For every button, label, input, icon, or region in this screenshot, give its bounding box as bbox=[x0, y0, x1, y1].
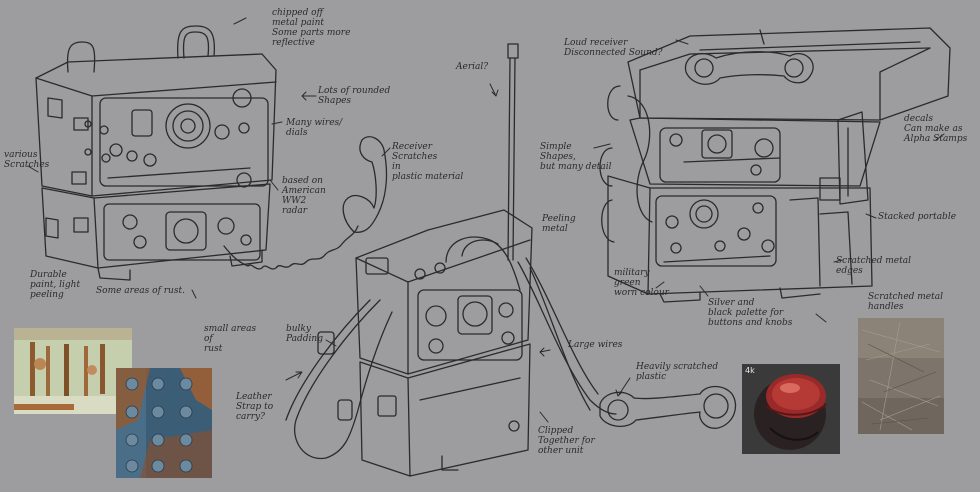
note-heavy-plastic: Heavily scratched plastic bbox=[636, 362, 719, 382]
right-radio-sketch bbox=[599, 27, 951, 303]
note-peeling-metal: Peeling metal bbox=[542, 214, 576, 234]
note-scratched-handles: Scratched metal handles bbox=[868, 292, 943, 312]
scratched-metal-reference bbox=[858, 318, 944, 434]
note-receiver: Receiver Scratches in plastic material bbox=[392, 142, 464, 182]
note-clipped-together: Clipped Together for other unit bbox=[538, 426, 595, 456]
annotation-arrows bbox=[27, 17, 945, 423]
note-stacked-portable: Stacked portable bbox=[878, 212, 957, 222]
center-radio-sketch bbox=[285, 43, 737, 477]
note-american-ww2: based on American WW2 radar bbox=[282, 176, 326, 216]
resolution-badge: 4k bbox=[745, 366, 755, 375]
note-bulky-padding: bulky Padding bbox=[286, 324, 323, 344]
note-large-wires: Large wires bbox=[568, 340, 623, 350]
note-simple-shapes: Simple Shapes, but many detail bbox=[540, 142, 612, 172]
note-rounded-shapes: Lots of rounded Shapes bbox=[318, 86, 391, 106]
note-rust-areas: Some areas of rust. bbox=[96, 286, 185, 296]
note-light-peeling: Durable paint, light peeling bbox=[30, 270, 81, 300]
note-wires-dials: Many wires/ dials bbox=[286, 118, 343, 138]
note-scratched-edges: Scratched metal edges bbox=[836, 256, 911, 276]
note-chipped-paint: chipped off metal paint Some parts more … bbox=[272, 8, 351, 48]
note-military-green: military green worn colour bbox=[614, 268, 669, 298]
note-various-scratches: various Scratches bbox=[4, 150, 50, 170]
left-radio-sketch bbox=[35, 25, 388, 281]
leather-material-reference bbox=[742, 364, 840, 454]
note-small-rust: small areas of rust bbox=[204, 324, 257, 354]
note-loud-receiver: Loud receiver Disconnected Sound? bbox=[564, 38, 663, 58]
rusty-rivets-reference bbox=[116, 368, 212, 478]
note-antenna: Aerial? bbox=[456, 62, 489, 72]
peeling-paint-reference bbox=[14, 328, 132, 414]
note-silver-black: Silver and black palette for buttons and… bbox=[708, 298, 793, 328]
note-leather-strap: Leather Strap to carry? bbox=[236, 392, 274, 422]
note-decals: decals Can make as Alpha Stamps bbox=[904, 114, 968, 144]
